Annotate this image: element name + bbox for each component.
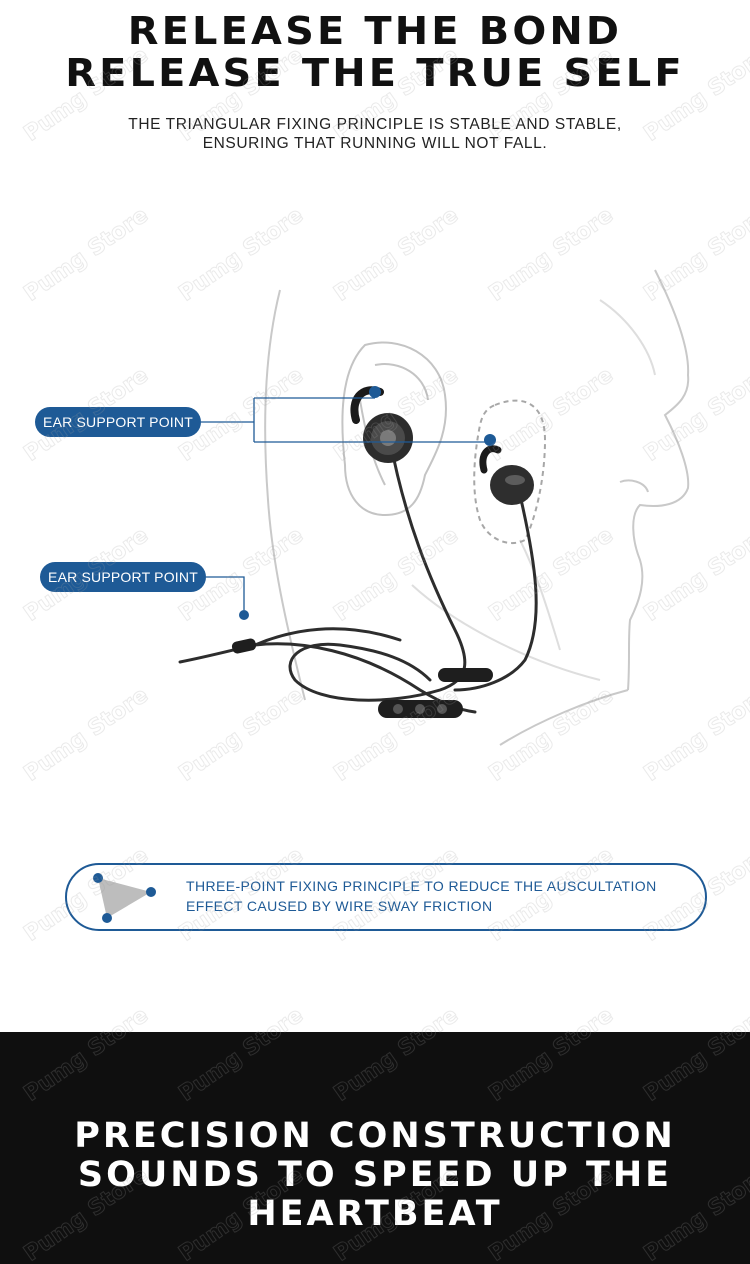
remote-control-icon [378, 700, 463, 718]
cable-clip [231, 638, 257, 654]
right-earbud [479, 445, 534, 505]
bottom-headline-line-2: SOUNDS TO SPEED UP THE [77, 1155, 673, 1195]
left-earbud [350, 386, 413, 463]
callout-lines [201, 397, 490, 610]
ear-support-point-marker [484, 434, 496, 446]
head-outline [264, 269, 690, 746]
bottom-headline-line-3: HEARTBEAT [247, 1194, 503, 1234]
headline-line-1: RELEASE THE BOND [127, 9, 623, 53]
ear-support-point-label: EAR SUPPORT POINT [35, 407, 201, 437]
neck-support-point-marker [239, 610, 249, 620]
triangle-diagram-icon [93, 873, 156, 923]
bottom-headline-line-1: PRECISION CONSTRUCTION [74, 1116, 676, 1156]
subtitle-line-2: ENSURING THAT RUNNING WILL NOT FALL. [202, 135, 548, 152]
earphone-illustration [178, 269, 690, 746]
info-text-line-2: EFFECT CAUSED BY WIRE SWAY FRICTION [186, 898, 493, 914]
dark-band [0, 1032, 750, 1264]
info-text-line-1: THREE-POINT FIXING PRINCIPLE TO REDUCE T… [186, 878, 657, 894]
cable-slider [438, 668, 493, 682]
subtitle-line-1: THE TRIANGULAR FIXING PRINCIPLE IS STABL… [128, 116, 622, 133]
ear-support-point-marker [369, 386, 381, 398]
info-box [65, 863, 707, 931]
headline-line-2: RELEASE THE TRUE SELF [65, 51, 685, 95]
neck-support-point-label: EAR SUPPORT POINT [40, 562, 206, 592]
